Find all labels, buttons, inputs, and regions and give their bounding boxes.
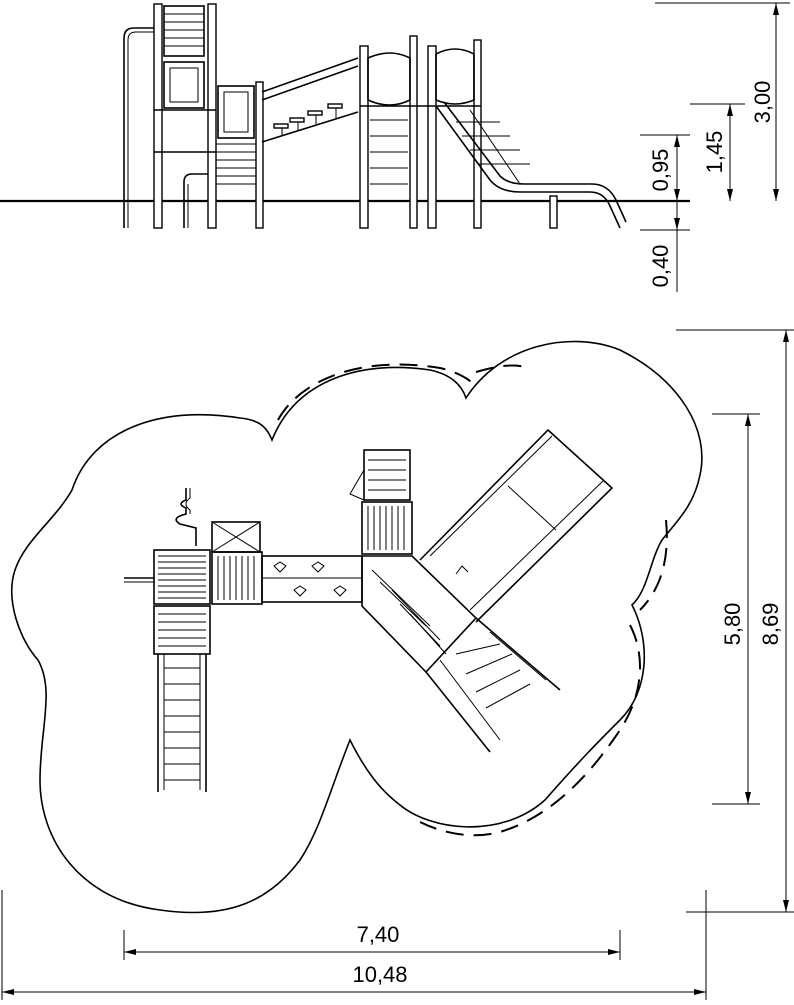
lower-ladder-plan: [425, 617, 561, 753]
dim-equipment-width: 7,40: [357, 922, 400, 947]
tower-roof-panel: [367, 52, 411, 106]
tower-post: [207, 3, 217, 229]
support-pole: [123, 27, 158, 228]
tower-panel: [163, 61, 205, 109]
dim-foundation-depth: 0,40: [648, 245, 673, 288]
tower-post: [359, 45, 369, 229]
dim-equipment-depth: 5,80: [720, 603, 745, 646]
tower-post: [153, 3, 163, 229]
tower-post: [427, 45, 437, 229]
right-tower-plan: [349, 449, 478, 674]
short-ladder: [216, 143, 256, 185]
dim-safety-width: 10,48: [352, 962, 407, 987]
tower-post: [255, 81, 264, 229]
tower-climber: [163, 5, 205, 57]
elevation-dimensions: [640, 2, 790, 292]
tower-post: [473, 39, 482, 229]
dim-platform-high: 1,45: [702, 131, 727, 174]
side-elevation: 3,00 1,45 0,95 0,40: [0, 2, 790, 292]
left-tower-plan: [124, 488, 263, 655]
dim-platform-low: 0,95: [648, 149, 673, 192]
bridge: [261, 57, 359, 143]
tower-panel: [217, 85, 255, 139]
plan-view: 7,40 10,48 5,80 8,69: [1, 329, 794, 1000]
dim-safety-depth: 8,69: [758, 603, 783, 646]
dim-total-height: 3,00: [750, 81, 775, 124]
bridge-plan: [261, 555, 363, 603]
slide: [435, 101, 627, 229]
plan-dimensions: [1, 329, 794, 1000]
safety-zone-outline: [11, 340, 703, 914]
main-ladder: [370, 119, 408, 185]
slide-plan: [419, 428, 614, 623]
left-ladder-plan: [157, 654, 207, 792]
tower-post: [409, 35, 418, 229]
